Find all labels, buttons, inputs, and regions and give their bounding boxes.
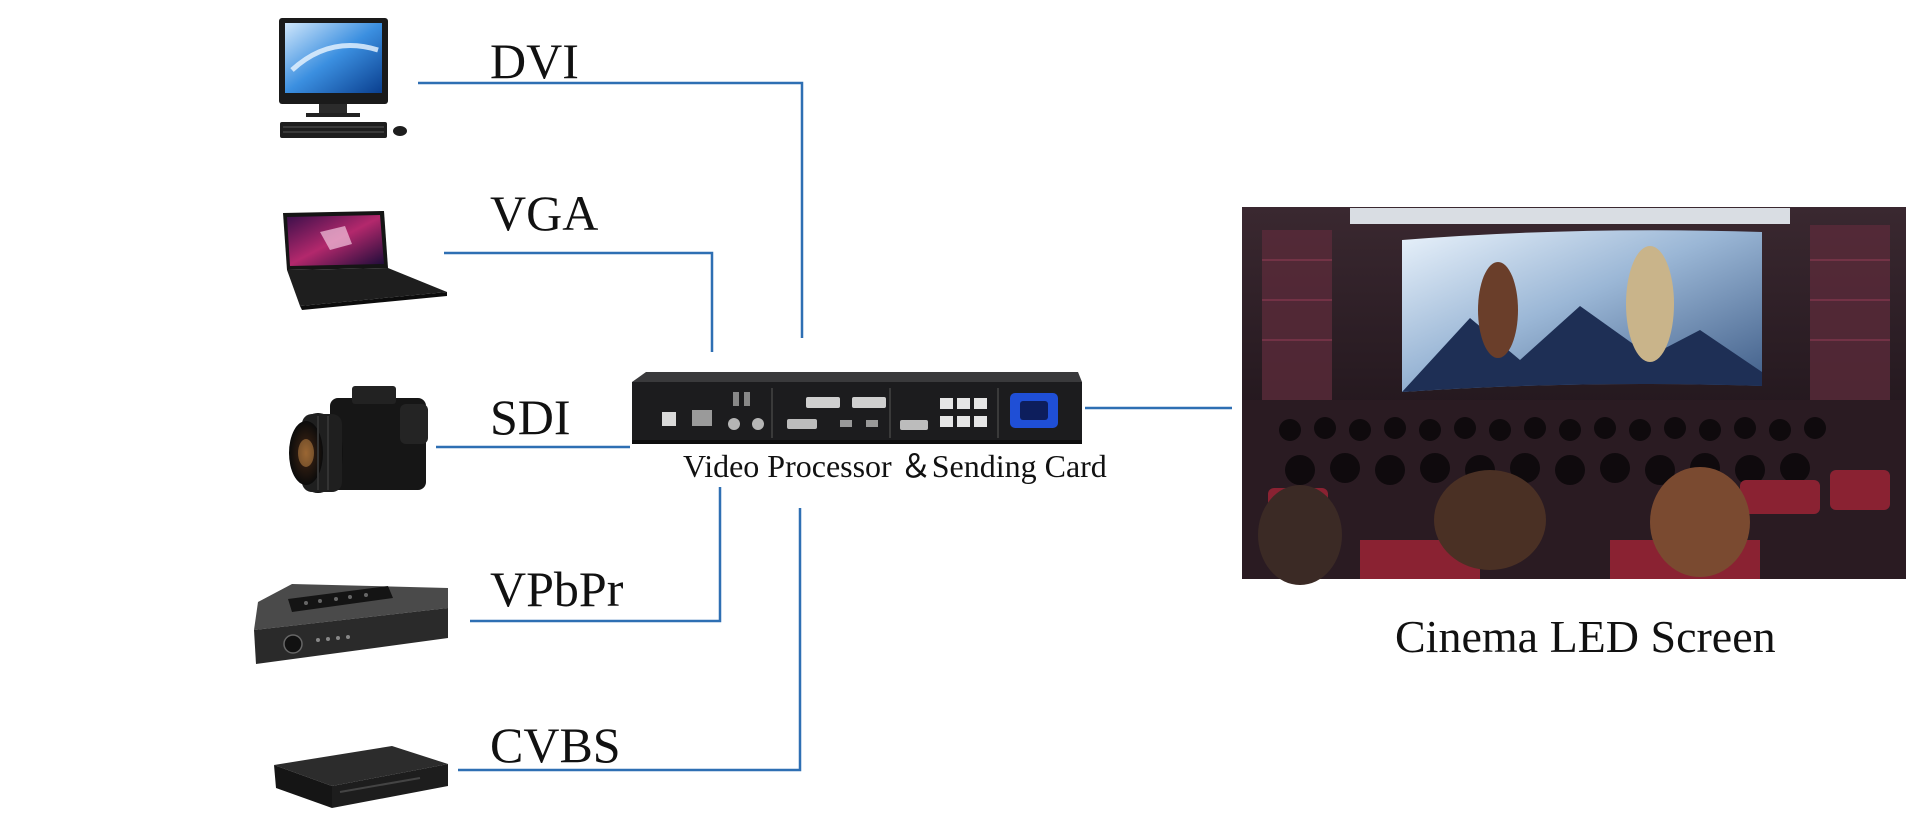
input-label-vpbpr: VPbPr: [490, 561, 624, 617]
input-label-dvi: DVI: [490, 33, 579, 89]
cinema-led-screen-photo: [1242, 207, 1906, 585]
video-processor-icon: [632, 372, 1082, 444]
input-label-sdi: SDI: [490, 389, 571, 445]
vpbpr-connector-line: [470, 487, 722, 623]
input-label-cvbs: CVBS: [490, 717, 621, 773]
video-processor-label: Video Processor ＆Sending Card: [683, 448, 1107, 484]
vga-connector-line: [444, 251, 714, 352]
laptop-icon: [283, 211, 447, 310]
set-top-box-icon: [254, 584, 448, 664]
dvi-connector-line: [418, 81, 804, 338]
cinema-led-screen-label: Cinema LED Screen: [1395, 611, 1776, 662]
camera-icon: [289, 386, 428, 493]
input-label-vga: VGA: [490, 185, 599, 241]
cvbs-connector-line: [458, 508, 802, 772]
connector-lines: [418, 81, 1232, 772]
desktop-computer-icon: [279, 18, 407, 138]
dvd-player-icon: [274, 746, 448, 808]
